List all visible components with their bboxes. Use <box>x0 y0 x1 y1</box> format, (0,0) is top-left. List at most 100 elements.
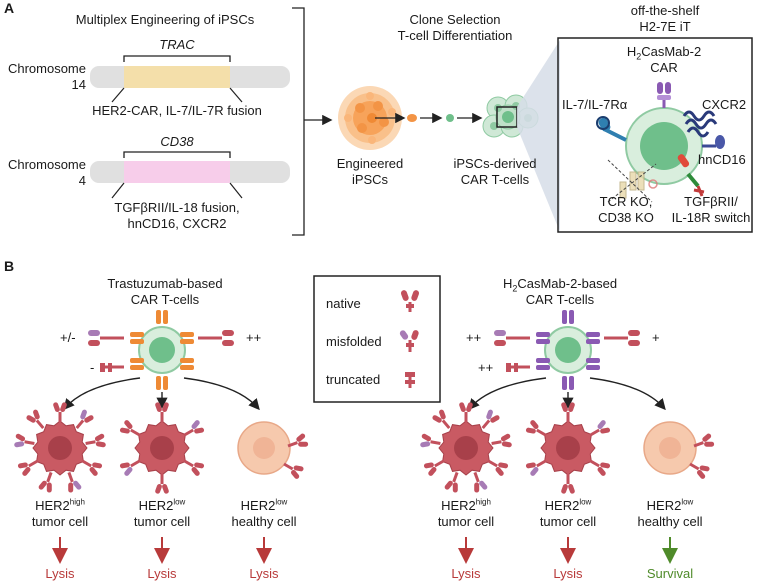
car-t-detail-box <box>557 37 753 233</box>
her2-receptor <box>119 420 141 437</box>
legend-misfolded-label: misfolded <box>326 334 382 349</box>
target-outcome: Lysis <box>45 566 75 581</box>
box-il7-label: IL-7/IL-7Rα <box>562 97 628 112</box>
right-score-truncated: ++ <box>478 360 494 375</box>
steps-title-line2: T-cell Differentiation <box>397 28 513 43</box>
her2-receptor <box>420 433 441 448</box>
left-score-truncated: - <box>90 360 95 375</box>
left-title-line1: Trastuzumab-based <box>107 276 223 291</box>
target-outcome: Lysis <box>147 566 177 581</box>
her2-receptor <box>183 459 205 476</box>
cd38-insert-line2: hnCD16, CXCR2 <box>127 216 227 231</box>
her2-receptor <box>155 474 169 494</box>
healthy-cell <box>643 421 715 479</box>
target-label-line2: healthy cell <box>231 514 297 529</box>
target-outcome: Lysis <box>451 566 481 581</box>
product-line2: H2-7E iT <box>639 19 691 34</box>
trastuzumab-car-t-cell <box>130 310 194 390</box>
target-label-line2: tumor cell <box>539 514 597 529</box>
target-label-line1: HER2low <box>138 497 186 513</box>
target-label-line1: HER2high <box>35 497 85 513</box>
target-label-line2: tumor cell <box>31 514 89 529</box>
her2-receptor <box>53 402 67 422</box>
right-title-line1: H2CasMab-2-based <box>502 276 618 294</box>
target-outcome: Lysis <box>249 566 279 581</box>
legend-native-label: native <box>326 296 361 311</box>
her2-receptor <box>14 433 35 448</box>
her2-receptor <box>689 462 710 479</box>
target-outcome: Lysis <box>553 566 583 581</box>
her2-receptor <box>75 409 94 430</box>
progenitor-cell <box>446 114 454 122</box>
engineered-ipscs-line2: iPSCs <box>351 172 389 187</box>
box-ko-line2: CD38 KO <box>598 210 654 225</box>
her2-receptor <box>283 462 304 479</box>
single-ipsc-cell <box>407 114 417 122</box>
tumor-cell <box>420 402 512 493</box>
her2-receptor <box>423 459 445 476</box>
h2casmab-car-t-cell <box>536 310 600 390</box>
left-arrow-to-healthy <box>183 377 260 411</box>
left-misfolded-receptor <box>88 330 124 346</box>
her2-receptor <box>693 433 715 448</box>
her2-receptor <box>481 409 500 430</box>
right-score-misfolded: ++ <box>466 330 482 345</box>
ipsc-colony <box>338 86 402 150</box>
chromosome-14-label: Chromosome <box>7 61 86 76</box>
right-truncated-receptor <box>506 363 530 372</box>
target-label-line1: HER2low <box>646 497 694 513</box>
legend-truncated-receptor-icon <box>405 372 415 388</box>
target-label-line2: tumor cell <box>133 514 191 529</box>
chromosome-4-diagram <box>90 151 290 199</box>
engineering-bracket <box>292 7 330 236</box>
target-label-line1: HER2low <box>544 497 592 513</box>
her2-receptor <box>26 409 45 430</box>
her2-receptor <box>444 471 459 493</box>
her2-receptor <box>81 459 103 476</box>
her2-receptor <box>525 420 547 437</box>
her2-receptor <box>525 459 547 476</box>
right-misfolded-receptor <box>494 330 530 346</box>
legend-truncated-label: truncated <box>326 372 381 387</box>
her2-receptor <box>85 433 106 448</box>
trac-gene-label: TRAC <box>159 37 195 52</box>
tumor-cell <box>119 402 205 494</box>
product-line1: off-the-shelf <box>630 3 700 18</box>
chromosome-14-diagram <box>90 55 290 103</box>
her2-receptor <box>287 433 309 448</box>
tumor-cell <box>525 402 611 494</box>
target-label-line2: tumor cell <box>437 514 495 529</box>
her2-receptor <box>589 459 611 476</box>
left-score-misfolded: +/- <box>60 330 76 345</box>
derived-car-t-line2: CAR T-cells <box>460 172 530 187</box>
her2-receptor <box>561 402 575 422</box>
her2-receptor <box>432 409 451 430</box>
right-arrow-to-her2high <box>468 377 547 411</box>
her2-receptor <box>38 471 53 493</box>
legend-native-receptor-icon <box>400 290 420 312</box>
her2-receptor <box>561 474 575 494</box>
chromosome-4-label: Chromosome <box>7 157 86 172</box>
box-car-label-line1: H2CasMab-2 <box>626 44 702 62</box>
left-native-receptor <box>198 330 234 346</box>
steps-title-line1: Clone Selection <box>409 12 501 27</box>
cd38-gene-label: CD38 <box>160 134 194 149</box>
her2-receptor <box>17 459 39 476</box>
cd38-insert-line1: TGFβRII/IL-18 fusion, <box>114 200 240 215</box>
derived-car-t-line1: iPSCs-derived <box>453 156 537 171</box>
detailed-car-t-cell <box>596 82 725 203</box>
panel-a-letter: A <box>4 0 15 16</box>
box-cxcr2-label: CXCR2 <box>702 97 747 112</box>
engineered-ipscs-line1: Engineered <box>336 156 404 171</box>
tumor-cell <box>14 402 106 493</box>
her2-receptor <box>459 402 473 422</box>
left-score-native: ++ <box>246 330 262 345</box>
receptor-legend-box <box>313 275 441 403</box>
panel-b-letter: B <box>4 258 15 274</box>
panel-a-title: Multiplex Engineering of iPSCs <box>75 12 255 27</box>
left-title-line2: CAR T-cells <box>130 292 200 307</box>
box-car-label-line2: CAR <box>650 60 678 75</box>
target-cells <box>14 402 715 564</box>
legend-misfolded-receptor-icon <box>399 330 419 352</box>
